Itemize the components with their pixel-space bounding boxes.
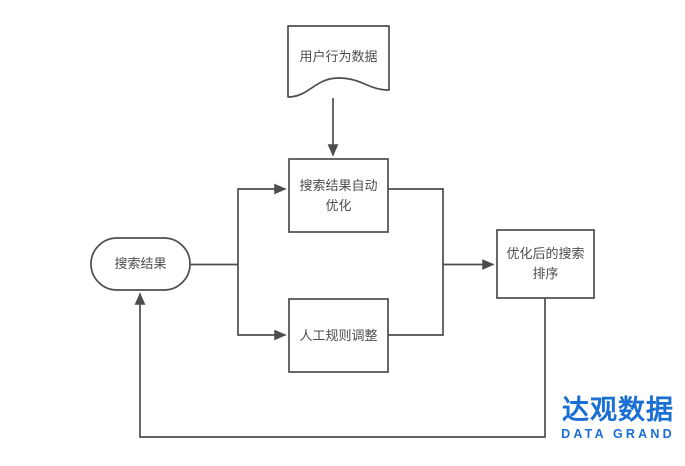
edge-auto-to-merge	[388, 188, 444, 265]
edge-manual-to-merge	[388, 264, 444, 336]
node-auto-optimization[interactable]	[288, 158, 389, 233]
node-user-behavior-data[interactable]	[287, 25, 390, 98]
node-search-results[interactable]	[90, 237, 191, 291]
brand-logo: 达观数据 DATA GRAND	[556, 392, 680, 444]
brand-logo-name-en: DATA GRAND	[561, 426, 675, 441]
edge-results-to-manual	[237, 264, 287, 341]
node-optimized-ranking[interactable]	[496, 229, 595, 299]
edge-results-to-auto	[237, 183, 287, 265]
node-manual-rule-adjust[interactable]	[288, 298, 389, 373]
edge-ranking-feedback	[134, 292, 546, 438]
brand-logo-name-cn: 达观数据	[562, 394, 674, 425]
